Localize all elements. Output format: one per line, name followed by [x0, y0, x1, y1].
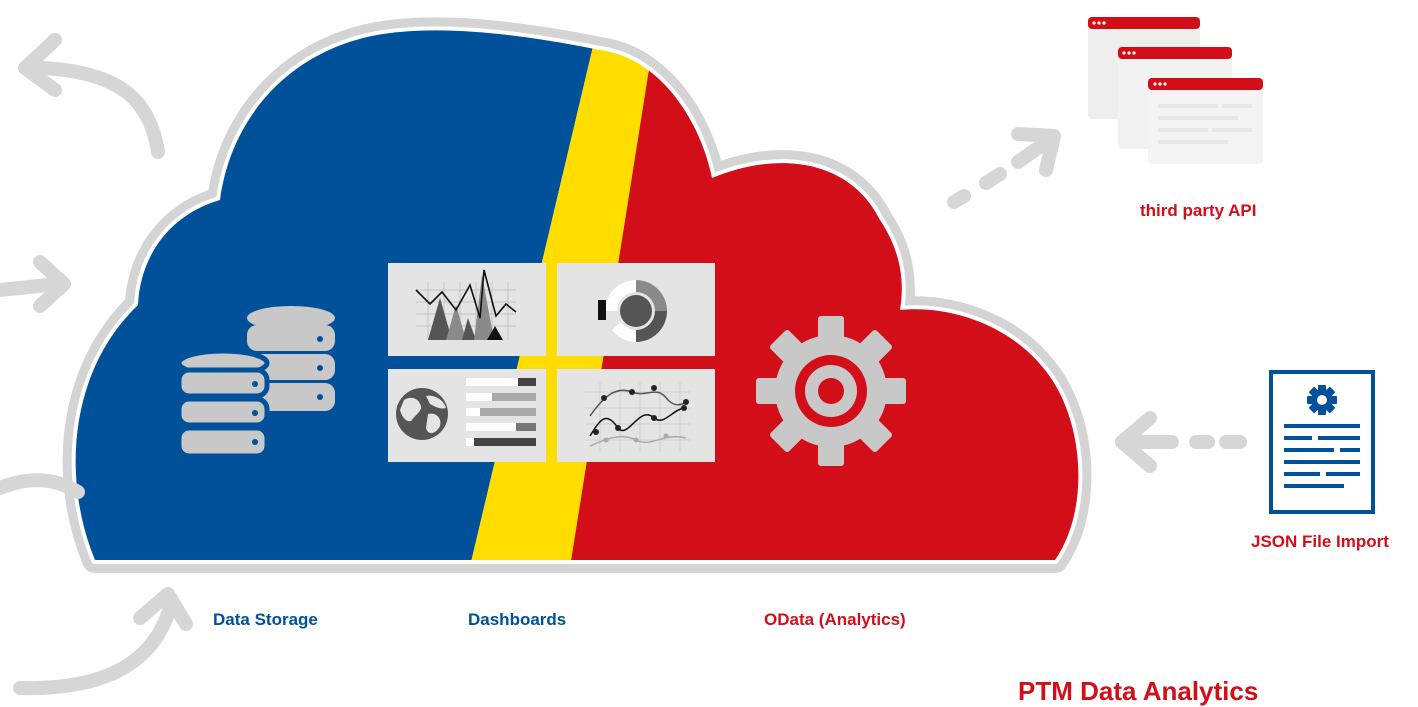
- scatter-chart-icon: [585, 382, 690, 452]
- json-arrow: [1115, 411, 1247, 473]
- world-bar-chart-icon: [396, 378, 536, 446]
- arrow-icon: [13, 593, 179, 696]
- left-arrows: [0, 33, 193, 696]
- line-chart-icon: [415, 269, 517, 340]
- gear-icon: [756, 316, 906, 466]
- third-party-api-label: third party API: [1140, 201, 1257, 220]
- dashboards-band: [437, 30, 660, 561]
- page-title: PTM Data Analytics: [1018, 676, 1259, 706]
- arrow-icon: [0, 277, 65, 297]
- arrow-icon: [0, 473, 85, 499]
- scatter-chart-panel: [557, 369, 715, 462]
- arrow-icon: [133, 587, 193, 631]
- odata-label: OData (Analytics): [764, 610, 906, 629]
- arrow-icon: [33, 255, 71, 313]
- dashboards-label: Dashboards: [468, 610, 567, 629]
- api-window-icon: [1088, 17, 1263, 164]
- donut-chart-icon: [598, 280, 667, 342]
- data-storage-label: Data Storage: [213, 610, 318, 629]
- line-chart-panel: [388, 263, 546, 356]
- json-file-import-label: JSON File Import: [1251, 532, 1389, 551]
- arrow-icon: [35, 61, 165, 159]
- json-document-icon: [1269, 370, 1375, 514]
- api-arrow: [947, 127, 1061, 209]
- arrow-icon: [18, 33, 62, 97]
- database-icon: [176, 306, 335, 459]
- dashboard-panels: [388, 263, 715, 462]
